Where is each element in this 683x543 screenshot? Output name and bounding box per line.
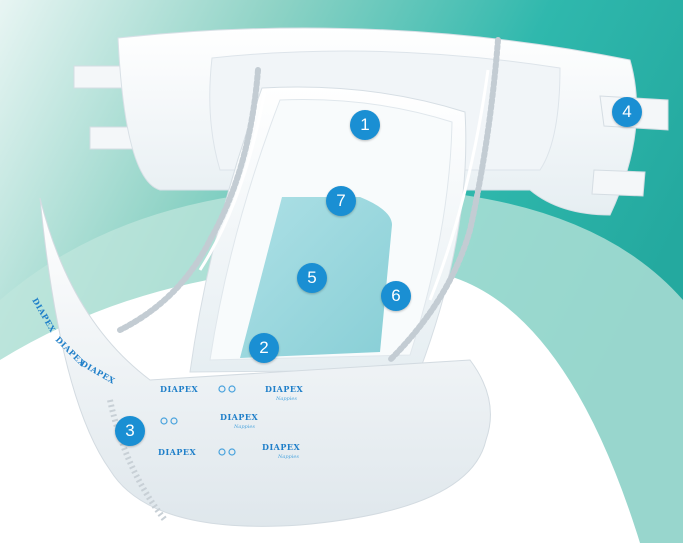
marker-1: 1 [350,110,380,140]
print-brand-2: DIAPEX [265,384,304,394]
print-brand-4: DIAPEX [158,447,197,457]
print-brand-3: DIAPEX [220,412,259,422]
marker-3: 3 [115,416,145,446]
marker-2: 2 [249,333,279,363]
marker-5: 5 [297,263,327,293]
print-brand-1: DIAPEX [160,384,199,394]
print-tagline-1: Nappies [275,396,297,402]
marker-6: 6 [381,281,411,311]
print-brand-5: DIAPEX [262,442,301,452]
print-tagline-2: Nappies [233,424,255,430]
side-tab-right-bottom [592,170,645,196]
print-tagline-3: Nappies [277,454,299,460]
marker-4: 4 [612,97,642,127]
marker-7: 7 [326,186,356,216]
